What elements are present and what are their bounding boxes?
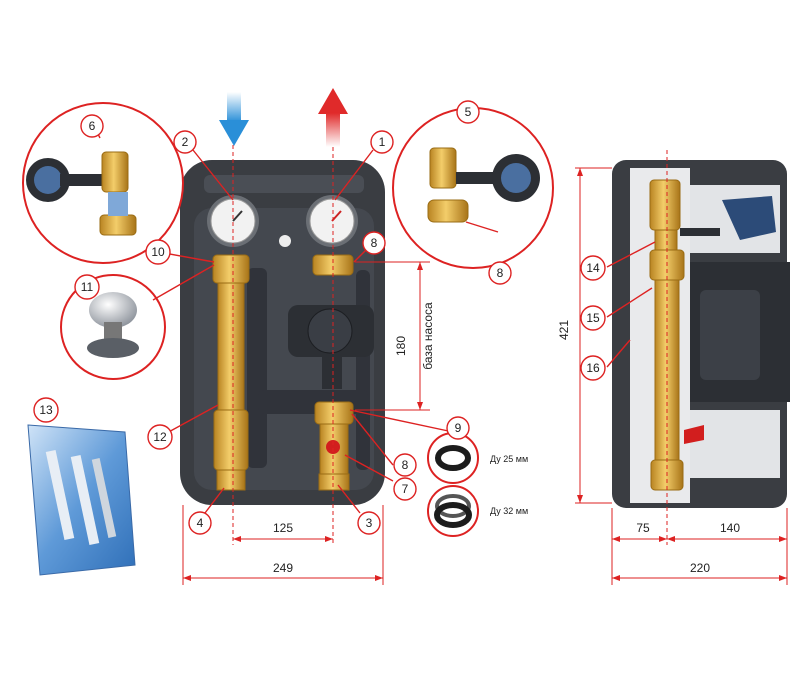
callout-15: 15 (586, 311, 600, 325)
callout-9: 9 (455, 421, 462, 435)
supply-arrow-icon (318, 88, 348, 147)
return-arrow-icon (219, 92, 249, 146)
callout-10: 10 (151, 245, 165, 259)
callout-12: 12 (153, 430, 167, 444)
callout-14: 14 (586, 261, 600, 275)
gasket-dn25 (427, 432, 479, 484)
front-view (180, 88, 430, 585)
callout-8c: 8 (402, 458, 409, 472)
supply-valve-top (312, 254, 354, 276)
return-pipe (212, 254, 250, 491)
dim-front-width: 249 (273, 561, 293, 575)
dim-side-depth: 140 (720, 521, 740, 535)
dim-pump-base-label: база насоса (421, 302, 435, 370)
callout-3: 3 (366, 516, 373, 530)
dim-side-width: 220 (690, 561, 710, 575)
callout-11: 11 (81, 280, 94, 294)
gasket-dn32-label: Ду 32 мм (490, 506, 528, 516)
supply-thermometer (306, 195, 358, 247)
callout-16: 16 (586, 361, 600, 375)
dim-pump-base: 180 (394, 336, 408, 356)
circulation-pump (288, 305, 374, 389)
callout-6: 6 (89, 119, 96, 133)
side-view (575, 150, 790, 585)
detail-ball-valve-right (392, 107, 554, 269)
supply-pipe-bottom (314, 401, 354, 491)
gasket-dn32 (427, 485, 479, 537)
dim-height: 421 (557, 320, 571, 340)
mounting-kit-bag (27, 424, 136, 576)
callout-8a: 8 (371, 236, 378, 250)
callout-8b: 8 (497, 266, 504, 280)
callout-4: 4 (197, 516, 204, 530)
detail-ball-valve-left (22, 102, 184, 264)
gasket-dn25-label: Ду 25 мм (490, 454, 528, 464)
detail-cap (60, 274, 166, 380)
callout-2: 2 (182, 135, 189, 149)
callout-1: 1 (379, 135, 386, 149)
callout-5: 5 (465, 105, 472, 119)
dim-side-offset: 75 (636, 521, 650, 535)
callout-7: 7 (402, 482, 409, 496)
callout-13: 13 (39, 403, 53, 417)
dim-axis-spacing: 125 (273, 521, 293, 535)
return-thermometer (207, 195, 259, 247)
leader-lines (95, 107, 656, 514)
callouts: 1 2 3 4 5 6 7 8 8 8 9 10 11 12 13 14 15 … (33, 100, 606, 535)
